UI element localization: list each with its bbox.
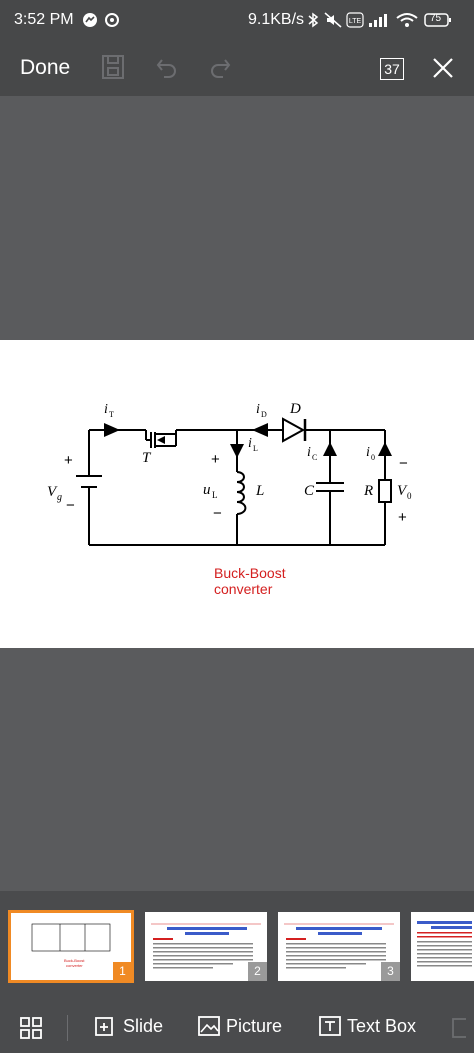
- thumbnail-number: 3: [381, 962, 400, 981]
- network-speed: 9.1KB/s: [248, 11, 305, 28]
- slide-caption-line1: Buck-Boost: [214, 565, 286, 581]
- label-C: C: [304, 483, 315, 499]
- current-slide[interactable]: i T i D D i L i C i 0 T V g u L L C R V: [0, 340, 474, 648]
- signal-icon: [369, 14, 387, 27]
- label-iC: i: [307, 445, 311, 460]
- slide-canvas[interactable]: i T i D D i L i C i 0 T V g u L L C R V: [0, 96, 474, 891]
- save-icon[interactable]: [101, 54, 125, 80]
- current-arrow-iT: [104, 423, 120, 437]
- label-minus-ul: −: [213, 505, 222, 522]
- add-slide-label: Slide: [123, 1015, 164, 1036]
- thumbnail-preview: [151, 923, 261, 969]
- wifi-icon: [396, 13, 418, 27]
- undo-icon[interactable]: [156, 54, 178, 80]
- bluetooth-icon: [308, 12, 319, 28]
- svg-text:L: L: [212, 490, 218, 500]
- editor-toolbar: Done 37: [0, 40, 474, 96]
- sync-icon: [105, 13, 119, 27]
- current-arrow-iL: [230, 444, 244, 458]
- label-iD: i: [256, 402, 260, 417]
- buck-boost-circuit-diagram: i T i D D i L i C i 0 T V g u L L C R V: [47, 401, 412, 597]
- insert-picture-label: Picture: [226, 1015, 283, 1036]
- status-bar: 3:52 PM 9.1KB/s LTE 75: [0, 0, 474, 40]
- label-plus-v0: +: [398, 509, 407, 526]
- divider: [67, 1015, 68, 1041]
- label-D: D: [289, 401, 301, 417]
- svg-text:Buck-Boost: Buck-Boost: [64, 958, 85, 963]
- label-iT: i: [104, 402, 108, 417]
- slide-count-badge[interactable]: 37: [380, 58, 404, 80]
- current-arrow-iC: [323, 442, 337, 456]
- slide-caption-line2: converter: [214, 581, 273, 597]
- insert-picture-button[interactable]: Picture: [198, 1015, 282, 1037]
- label-R: R: [363, 483, 373, 499]
- svg-text:g: g: [57, 492, 62, 503]
- messenger-icon: [83, 13, 97, 27]
- svg-text:LTE: LTE: [349, 18, 362, 25]
- battery-icon: [424, 13, 451, 27]
- current-arrow-iD: [252, 423, 268, 437]
- label-plus-ul: +: [211, 451, 220, 468]
- label-Vg: V: [47, 484, 58, 500]
- status-time: 3:52 PM: [14, 11, 74, 28]
- thumbnail-number: 1: [113, 962, 132, 981]
- label-iL: i: [248, 436, 252, 451]
- thumbnail-slide-4[interactable]: [411, 912, 474, 981]
- label-plus-vg: +: [64, 452, 73, 469]
- label-V0: V: [397, 483, 408, 499]
- volte-icon: LTE: [346, 12, 364, 28]
- mute-icon: [324, 12, 342, 28]
- slide-count: 37: [384, 61, 400, 77]
- thumbnail-preview: [284, 923, 394, 969]
- add-slide-button[interactable]: Slide: [95, 1015, 163, 1037]
- bottom-action-bar: Slide Picture Text Box: [0, 1001, 474, 1053]
- picture-icon: [198, 1016, 220, 1037]
- svg-text:converter: converter: [66, 963, 83, 968]
- thumbnail-preview: [417, 921, 472, 967]
- add-slide-icon: [95, 1017, 113, 1037]
- label-uL: u: [203, 482, 211, 498]
- insert-textbox-button[interactable]: Text Box: [319, 1015, 416, 1037]
- thumbnail-slide-3[interactable]: 3: [278, 912, 400, 981]
- svg-text:D: D: [261, 410, 267, 419]
- svg-text:C: C: [312, 453, 317, 462]
- label-io: i: [366, 445, 370, 460]
- redo-icon[interactable]: [209, 54, 231, 80]
- textbox-icon: [319, 1016, 341, 1037]
- thumbnail-number: 2: [248, 962, 267, 981]
- label-minus-v0: −: [399, 455, 408, 472]
- current-arrow-io: [378, 442, 392, 456]
- label-T: T: [142, 450, 152, 466]
- label-minus-vg: −: [66, 497, 75, 514]
- svg-text:0: 0: [371, 453, 375, 462]
- insert-textbox-label: Text Box: [347, 1015, 417, 1036]
- battery-level: 75: [430, 13, 442, 24]
- thumbnail-slide-1[interactable]: Buck-Boost converter 1: [8, 910, 134, 983]
- svg-text:T: T: [109, 410, 114, 419]
- svg-text:0: 0: [407, 491, 412, 501]
- done-button[interactable]: Done: [20, 56, 71, 79]
- layout-grid-icon[interactable]: [20, 1017, 42, 1039]
- thumbnail-slide-2[interactable]: 2: [145, 912, 267, 981]
- thumbnail-preview: Buck-Boost converter: [31, 923, 111, 968]
- thumbnail-strip[interactable]: Buck-Boost converter 1 2 3: [0, 891, 474, 1001]
- more-tool-icon[interactable]: [452, 1017, 466, 1039]
- close-icon[interactable]: [432, 57, 454, 79]
- label-L: L: [255, 483, 264, 499]
- svg-text:L: L: [253, 444, 258, 453]
